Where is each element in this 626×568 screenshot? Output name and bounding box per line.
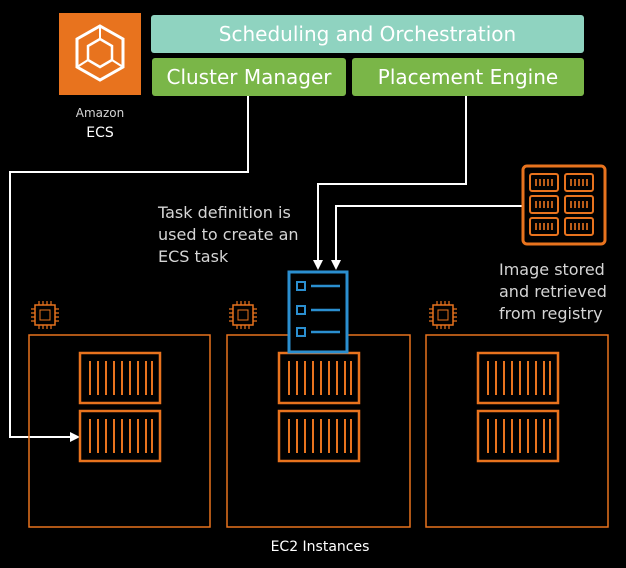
container-icon <box>476 409 560 463</box>
cluster-manager-connector <box>9 96 249 442</box>
container-icon <box>277 409 361 463</box>
container-icon <box>476 351 560 405</box>
task-note-line-3: ECS task <box>158 247 229 266</box>
chip-icon <box>428 300 458 330</box>
chip-icon <box>228 300 258 330</box>
banner-label: Scheduling and Orchestration <box>218 22 517 46</box>
ec2-instance-3 <box>425 334 609 528</box>
registry-note: Image stored and retrieved from registry <box>499 259 607 325</box>
registry-icon <box>521 164 607 246</box>
container-icon <box>277 351 361 405</box>
ec2-instance-2 <box>226 334 411 528</box>
chip-icon <box>30 300 60 330</box>
ecs-logo-icon <box>59 13 141 95</box>
placement-engine-connector <box>313 96 467 270</box>
task-definition-note: Task definition is used to create an ECS… <box>158 202 299 268</box>
ec2-instances-label: EC2 Instances <box>270 539 370 555</box>
registry-note-line-3: from registry <box>499 304 603 323</box>
cluster-manager-box: Cluster Manager <box>152 58 346 96</box>
placement-engine-box: Placement Engine <box>352 58 584 96</box>
registry-note-line-1: Image stored <box>499 260 605 279</box>
cluster-manager-label: Cluster Manager <box>166 65 332 89</box>
container-icon <box>78 351 162 405</box>
ecs-vendor-label: Amazon <box>75 106 125 120</box>
placement-engine-label: Placement Engine <box>377 65 559 89</box>
ecs-service-label: ECS <box>86 125 114 141</box>
registry-connector <box>331 205 522 270</box>
registry-note-line-2: and retrieved <box>499 282 607 301</box>
scheduling-orchestration-banner: Scheduling and Orchestration <box>151 15 584 53</box>
container-icon <box>78 409 162 463</box>
task-definition-icon <box>287 270 349 354</box>
task-note-line-2: used to create an <box>158 225 299 244</box>
task-note-line-1: Task definition is <box>158 203 291 222</box>
ec2-instance-1 <box>28 334 211 528</box>
